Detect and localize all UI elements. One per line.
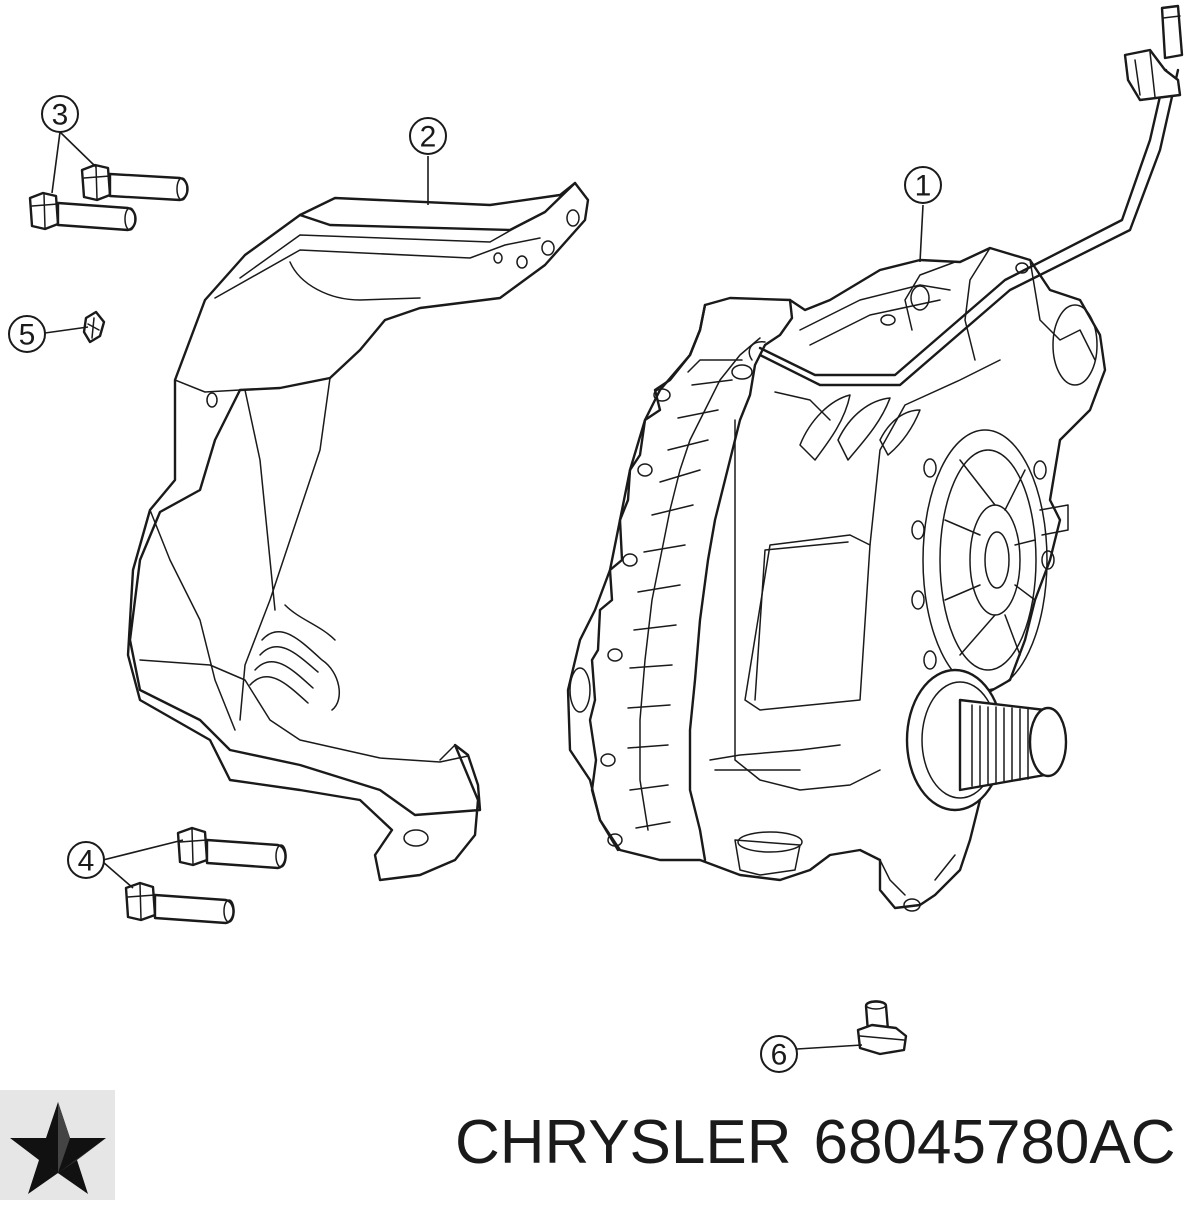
svg-text:1: 1 bbox=[915, 170, 932, 203]
callout-1: 1 bbox=[904, 166, 942, 204]
part-caption: CHRYSLER 68045780AC bbox=[455, 1108, 1195, 1178]
clip-nut-5 bbox=[82, 310, 106, 344]
brand-name: CHRYSLER bbox=[455, 1108, 792, 1177]
chrysler-logo bbox=[0, 1090, 115, 1200]
chrysler-pentastar-icon bbox=[10, 1102, 106, 1194]
callout-3: 3 bbox=[41, 95, 79, 133]
power-transfer-unit bbox=[566, 4, 1184, 912]
svg-text:5: 5 bbox=[19, 319, 36, 352]
heat-shield-bracket bbox=[126, 181, 590, 882]
svg-text:4: 4 bbox=[78, 845, 95, 878]
callout-6: 6 bbox=[760, 1035, 798, 1073]
bolt-3-upper bbox=[80, 163, 189, 202]
svg-text:6: 6 bbox=[771, 1039, 788, 1072]
output-shaft-splines bbox=[971, 704, 1029, 787]
callout-5: 5 bbox=[8, 315, 46, 353]
leader-lines bbox=[44, 131, 924, 1050]
callout-4: 4 bbox=[67, 841, 105, 879]
svg-text:3: 3 bbox=[52, 99, 69, 132]
svg-text:2: 2 bbox=[420, 121, 437, 154]
callout-2: 2 bbox=[409, 117, 447, 155]
bolt-4-lower bbox=[124, 881, 235, 925]
bolt-4-upper bbox=[176, 826, 287, 870]
bolt-3-lower bbox=[28, 191, 137, 232]
part-number: 68045780AC bbox=[813, 1108, 1176, 1177]
stud-6 bbox=[856, 1000, 908, 1056]
